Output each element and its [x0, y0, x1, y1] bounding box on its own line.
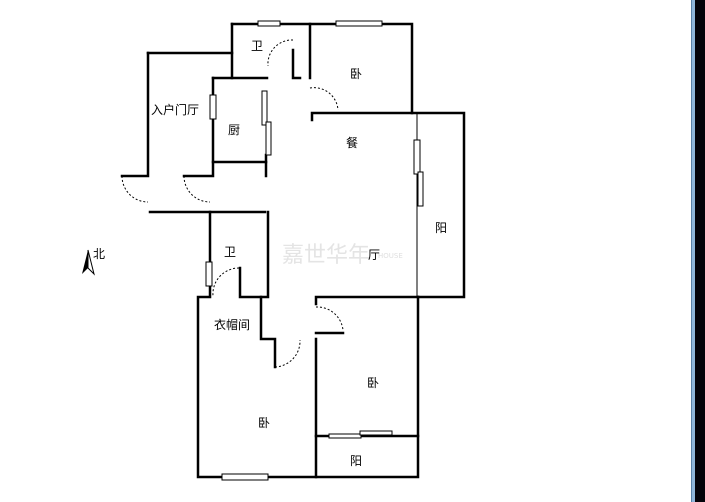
- scrollbar[interactable]: [691, 0, 695, 502]
- label-kitchen: 厨: [228, 123, 240, 137]
- label-bath-lower: 卫: [224, 245, 236, 259]
- label-bath-top: 卫: [251, 39, 263, 53]
- label-balcony-right: 阳: [435, 221, 447, 235]
- label-dining: 餐: [346, 135, 358, 150]
- windows: [205, 20, 424, 481]
- north-compass: 北: [82, 247, 105, 276]
- label-bedroom-right: 卧: [367, 376, 379, 390]
- svg-text:HOUSE: HOUSE: [378, 252, 403, 260]
- label-bedroom-top: 卧: [350, 67, 362, 81]
- label-cloakroom: 衣帽间: [214, 317, 250, 332]
- label-bedroom-left: 卧: [258, 416, 270, 430]
- label-living: 厅: [368, 248, 380, 262]
- label-entry-hall: 入户门厅: [151, 102, 199, 117]
- label-balcony-bottom: 阳: [350, 454, 362, 468]
- room-labels: 卫 卧 入户门厅 厨 餐 阳 厅 卫 衣帽间 卧 卧 阳: [151, 39, 447, 468]
- north-label: 北: [93, 247, 105, 261]
- north-arrow-icon: [82, 250, 88, 274]
- svg-text:嘉世华年: 嘉世华年: [282, 243, 370, 268]
- watermark: 嘉世华年 HOUSE: [282, 243, 403, 268]
- doors: [121, 39, 344, 368]
- window-edge: [695, 0, 705, 502]
